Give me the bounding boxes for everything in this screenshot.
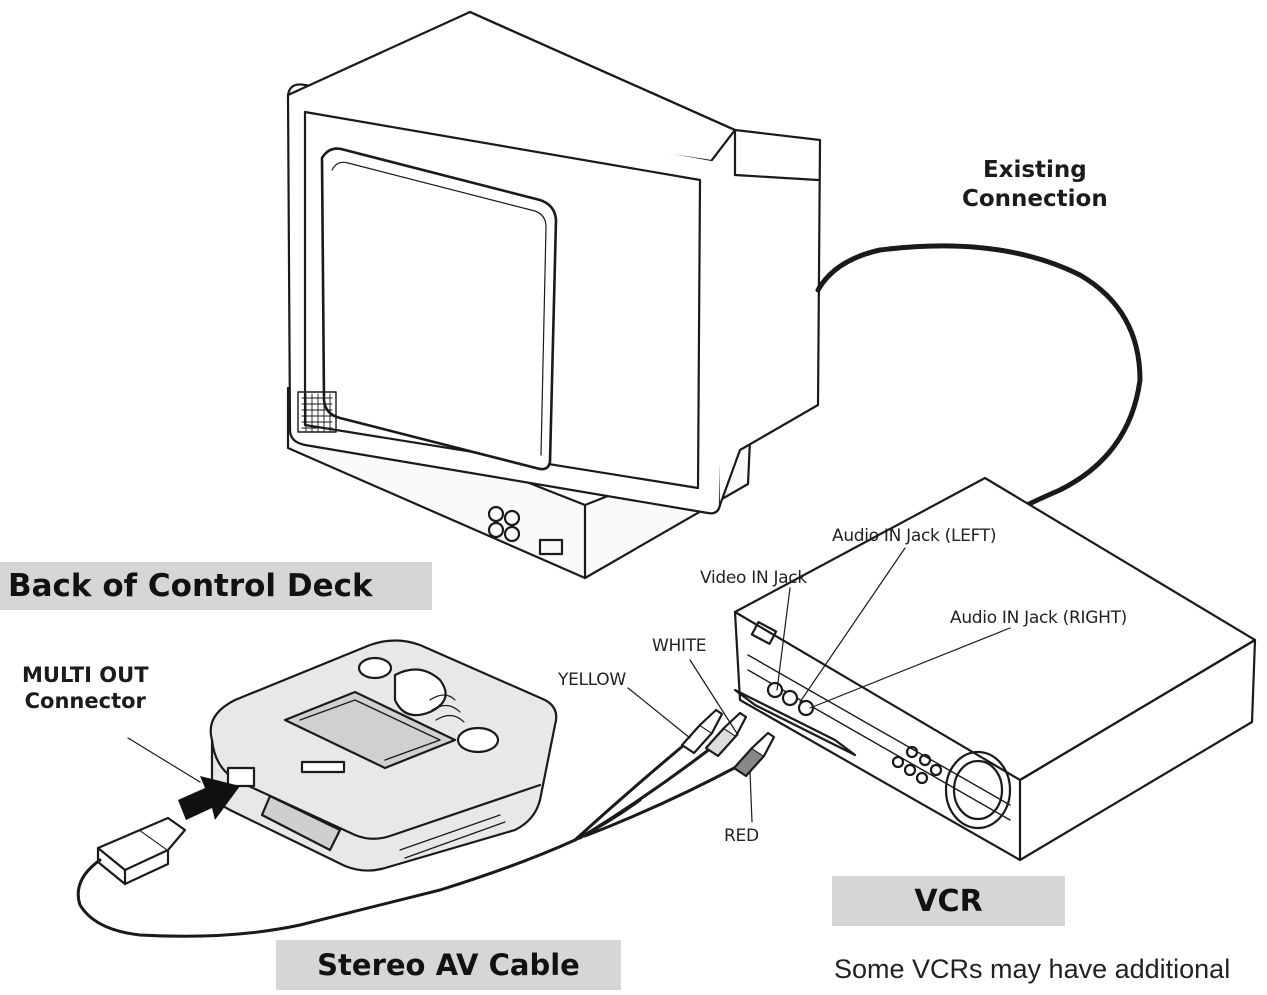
- back-of-control-deck-text: Back of Control Deck: [8, 568, 373, 604]
- red-label: RED: [724, 826, 759, 846]
- existing-connection-label: Existing Connection: [962, 156, 1108, 214]
- vcr-text: VCR: [914, 883, 983, 919]
- multi-out-line1: MULTI OUT: [22, 663, 149, 687]
- video-in-label: Video IN Jack: [700, 568, 807, 588]
- multi-out-line2: Connector: [24, 689, 146, 714]
- audio-in-right-label: Audio IN Jack (RIGHT): [950, 608, 1128, 628]
- stereo-av-cable-text: Stereo AV Cable: [317, 948, 580, 982]
- insert-arrow: [178, 776, 240, 820]
- yellow-label: YELLOW: [558, 670, 626, 690]
- stereo-av-cable-banner: Stereo AV Cable: [276, 940, 621, 990]
- existing-connection-line1: Existing: [982, 157, 1087, 183]
- back-of-control-deck-banner: Back of Control Deck: [0, 562, 432, 610]
- multi-out-connector-label: MULTI OUT Connector: [22, 662, 149, 715]
- vcr-note-text: Some VCRs may have additional: [834, 954, 1231, 984]
- stereo-av-cable: [76, 798, 642, 938]
- vcr-banner: VCR: [832, 876, 1065, 926]
- control-deck-illustration: [209, 639, 558, 872]
- vcr-illustration: [733, 476, 1257, 862]
- white-label: WHITE: [652, 636, 707, 656]
- multi-out-plug: [96, 816, 187, 886]
- callout-leader-lines: [127, 547, 1011, 823]
- existing-connection-line2: Connection: [962, 185, 1108, 212]
- audio-in-left-label: Audio IN Jack (LEFT): [832, 526, 997, 546]
- television-illustration: [286, 10, 822, 580]
- existing-connection-cable: [815, 243, 1143, 515]
- rca-plugs: [680, 708, 776, 778]
